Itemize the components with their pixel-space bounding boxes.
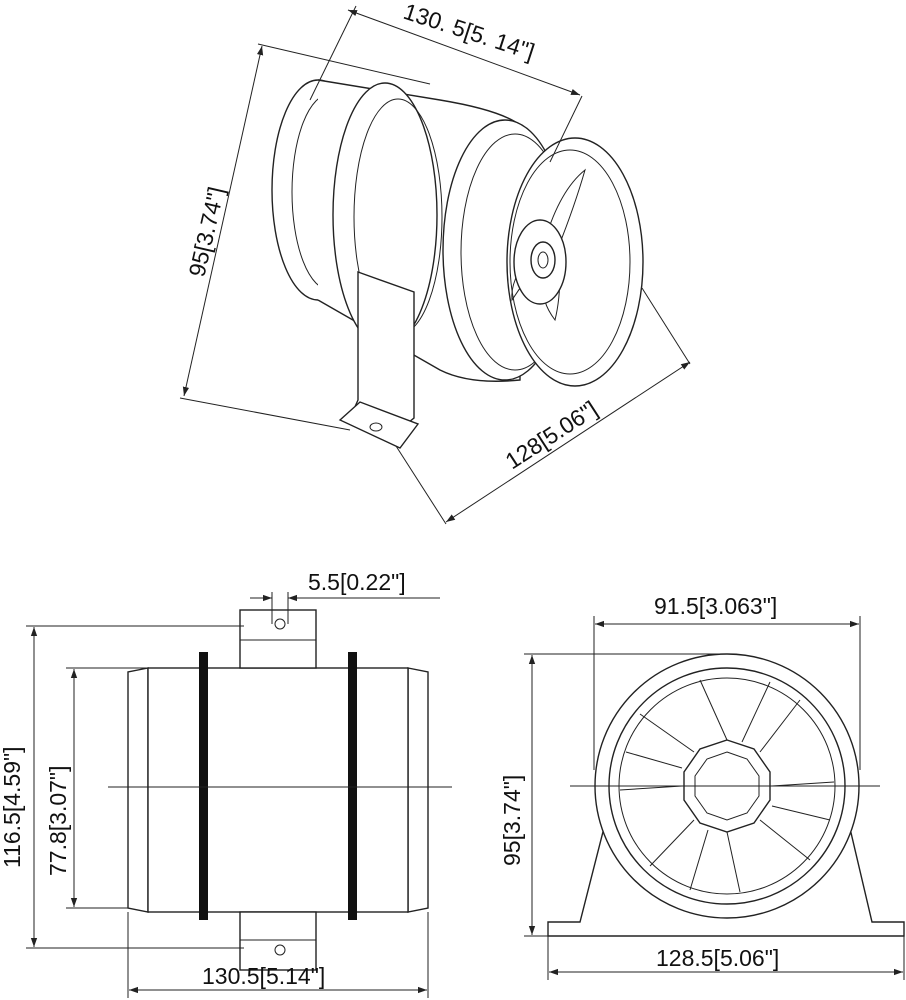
isometric-view: 130. 5[5. 14"] 95[3.74"] 128[5.06"] (179, 0, 691, 525)
side-band-left (199, 652, 208, 920)
iso-impeller-hub-center (537, 251, 549, 269)
iso-mount-hole (369, 422, 383, 432)
side-bottom-mount-hole (274, 944, 286, 956)
side-body (147, 667, 409, 913)
front-vanes (619, 679, 835, 893)
side-left-flange (127, 667, 149, 913)
side-length-label: 130.5[5.14"] (202, 963, 325, 989)
front-base-width-label: 128.5[5.06"] (656, 945, 779, 971)
side-bottom-mount (239, 911, 317, 971)
iso-length-label: 130. 5[5. 14"] (400, 0, 537, 65)
side-band-right (348, 652, 357, 920)
iso-width-dim-line (445, 361, 691, 523)
iso-impeller-blade-1 (544, 168, 586, 249)
side-right-flange (407, 667, 429, 913)
iso-impeller-hub (530, 241, 556, 279)
iso-mount-plate (338, 401, 420, 449)
front-height-label: 95[3.74"] (499, 775, 525, 866)
side-body-height-label: 77.8[3.07"] (45, 766, 71, 876)
iso-width-label: 128[5.06"] (501, 396, 602, 474)
side-top-mount-hole (274, 618, 286, 630)
front-hub-inner (694, 751, 760, 821)
side-hole-label: 5.5[0.22"] (308, 569, 406, 595)
front-view: 91.5[3.063"] 95[3.74"] 128.5[5.06"] (499, 593, 905, 980)
side-top-mount (239, 609, 317, 669)
iso-height-dim-line (182, 45, 264, 397)
front-diameter-label: 91.5[3.063"] (654, 593, 777, 619)
side-total-height-label: 116.5[4.59"] (0, 746, 25, 868)
iso-length-dim-line (347, 9, 581, 96)
side-view: 5.5[0.22"] 116.5[4.59"] 77.8[3.07"] 130.… (0, 569, 452, 998)
iso-height-label: 95[3.74"] (184, 184, 230, 279)
